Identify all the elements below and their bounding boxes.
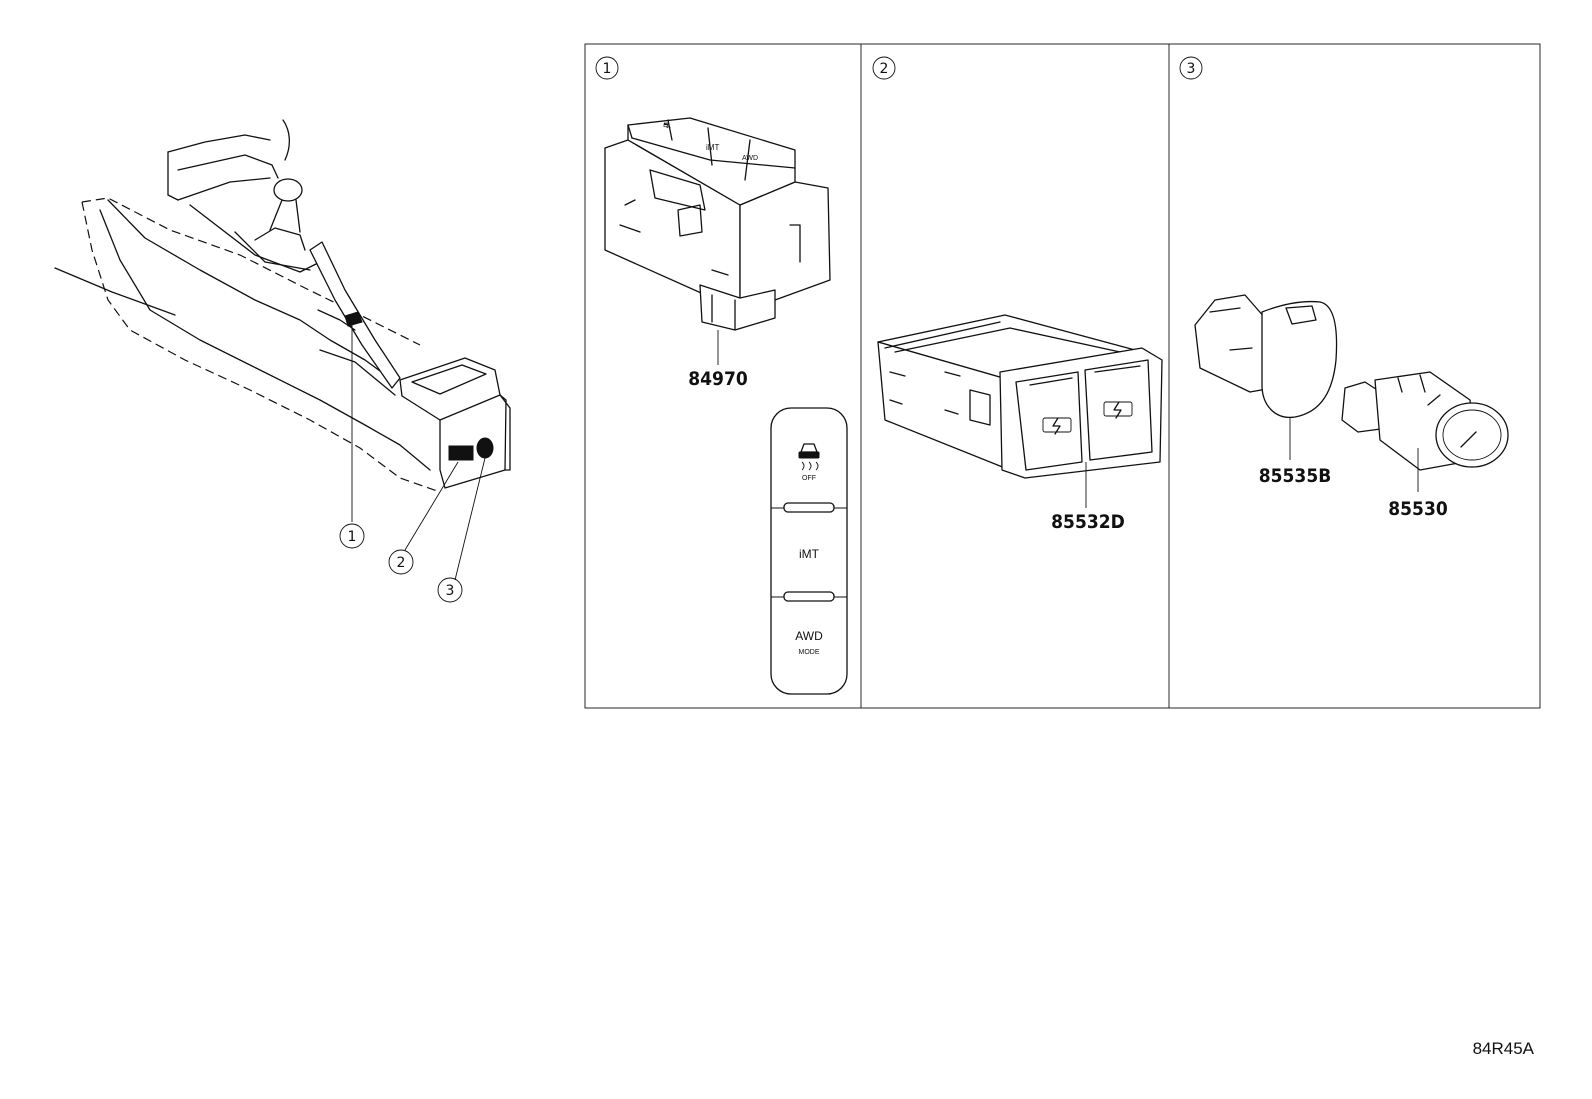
part-number-85535B: 85535B — [1259, 465, 1332, 487]
panel-button-3-sublabel: MODE — [799, 649, 820, 656]
traction-control-icon — [798, 443, 820, 471]
callout-3: 3 — [446, 583, 455, 599]
charge-icon-left — [1042, 417, 1072, 435]
detail-frame: 1 2 3 — [584, 43, 1541, 709]
part-number-85530: 85530 — [1388, 498, 1448, 520]
switch-assembly-84970: ⛐ iMT AWD 84970 — [604, 117, 831, 390]
panel-button-2-label: iMT — [799, 547, 820, 561]
section-2-number: 2 — [880, 61, 889, 77]
section-1-number: 1 — [603, 61, 612, 77]
panel-button-1-label: OFF — [802, 475, 816, 482]
socket-85530: 85530 — [1341, 371, 1509, 520]
part-number-84970: 84970 — [688, 368, 748, 390]
callout-2: 2 — [397, 555, 406, 571]
section-3-number: 3 — [1187, 61, 1196, 77]
drawing-code: 84R45A — [1472, 1039, 1534, 1058]
power-outlet-85532D: 85532D — [877, 314, 1163, 533]
panel-button-3-label: AWD — [795, 629, 823, 643]
charge-icon-right — [1103, 401, 1133, 419]
socket-cap-85535B: 85535B — [1194, 294, 1338, 487]
console-overview: 1 2 3 — [54, 119, 511, 603]
switch-panel-front-view: OFF iMT AWD MODE — [770, 407, 848, 695]
svg-text:AWD: AWD — [742, 155, 758, 162]
svg-text:⛐: ⛐ — [663, 120, 671, 130]
svg-text:iMT: iMT — [706, 143, 719, 152]
part-number-85532D: 85532D — [1051, 511, 1125, 533]
callout-1: 1 — [348, 529, 357, 545]
